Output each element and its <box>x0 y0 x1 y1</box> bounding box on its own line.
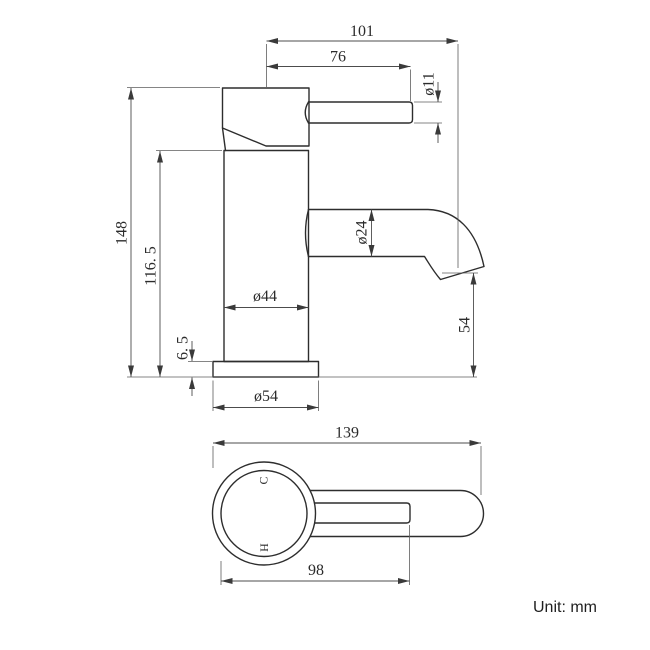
dim-handle-reach: 76 <box>266 49 411 101</box>
handle-plan-outline <box>263 502 411 524</box>
dim-total-height: 148 <box>114 87 220 377</box>
dim-body-height: 116. 5 <box>143 150 222 377</box>
plan-view-dimensions: 139 98 <box>212 425 482 585</box>
base-plate-outline <box>212 360 320 378</box>
dim-76-label: 76 <box>330 49 346 66</box>
dim-148-label: 148 <box>114 221 131 245</box>
dim-base-thickness: 6. 5 <box>175 336 212 396</box>
faucet-plan-view: C H <box>211 461 485 566</box>
spout-cap-arc <box>304 208 310 258</box>
dim-spout-diameter: ø24 <box>354 209 375 257</box>
dim-98-label: 98 <box>308 562 324 579</box>
dim-o11-label: ø11 <box>421 72 438 95</box>
handle-lever-outline <box>307 101 414 124</box>
dim-65-label: 6. 5 <box>175 336 192 360</box>
dim-o54-label: ø54 <box>254 388 278 405</box>
dim-spout-outlet-height: 54 <box>442 272 478 377</box>
body-inner-circle <box>220 469 308 558</box>
spout-plan-outline <box>263 489 485 538</box>
cold-marking: C <box>257 476 271 484</box>
dim-116-label: 116. 5 <box>143 246 160 285</box>
spout-outline <box>307 208 485 281</box>
dim-spout-reach: 101 <box>266 23 459 268</box>
side-view-dimensions: 101 76 ø11 148 116. 5 <box>114 23 478 411</box>
dim-54-label: 54 <box>457 317 474 333</box>
dim-101-label: 101 <box>350 23 374 40</box>
dim-o44-label: ø44 <box>253 288 277 305</box>
faucet-body-outline <box>223 149 310 363</box>
hot-marking: H <box>257 543 271 552</box>
handle-housing-outline <box>221 87 310 147</box>
base-outer-circle <box>211 461 317 566</box>
faucet-side-view <box>212 87 485 378</box>
housing-body-joint-line <box>221 127 227 152</box>
unit-note: Unit: mm <box>533 599 597 616</box>
dim-o24-label: ø24 <box>354 221 371 245</box>
dim-overall-length: 139 <box>212 425 482 495</box>
dim-139-label: 139 <box>335 425 359 442</box>
handle-lever-cap-arc <box>304 101 310 124</box>
dim-handle-length: 98 <box>220 525 410 585</box>
dim-body-diameter: ø44 <box>224 288 309 311</box>
dim-base-diameter: ø54 <box>212 380 319 411</box>
dim-handle-diameter: ø11 <box>414 72 442 143</box>
